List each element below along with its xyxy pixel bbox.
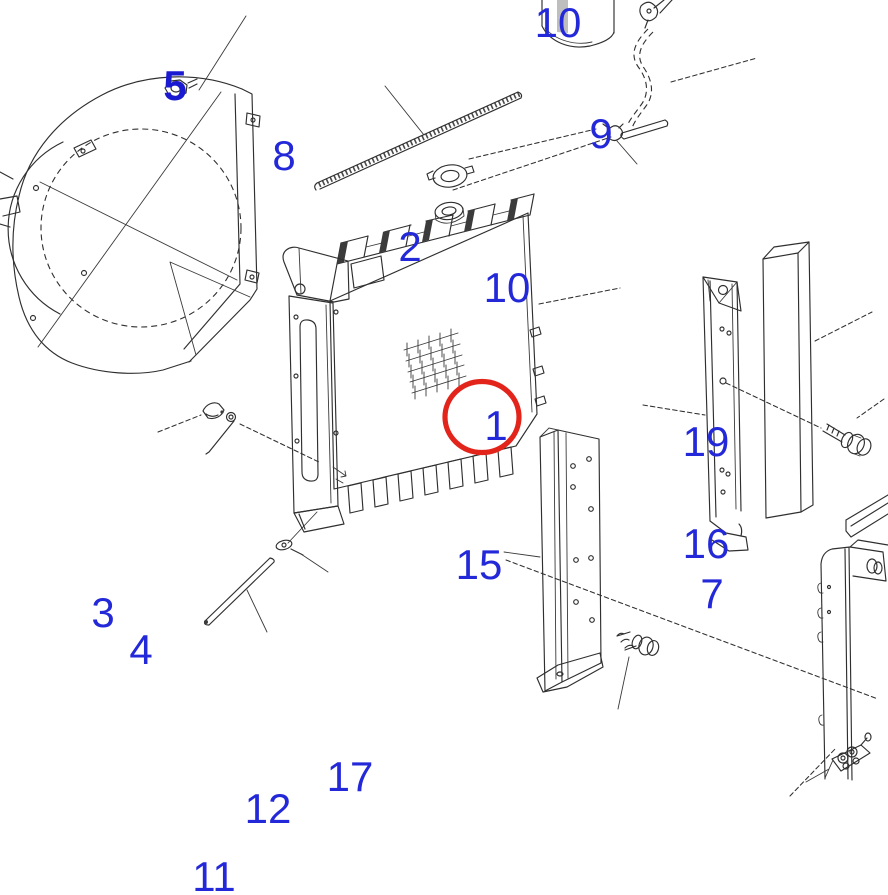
- leader-right-bolt: [856, 398, 885, 419]
- mounting-rod: [203, 511, 329, 633]
- bracket-foot: [709, 520, 749, 552]
- part-label-15: 15: [456, 541, 503, 588]
- ring-pin: [205, 411, 322, 464]
- side-bracket: [642, 276, 822, 552]
- part-label-11: 11: [192, 853, 236, 895]
- leader-lower-bolt: [617, 656, 630, 710]
- leader-cap: [468, 128, 597, 160]
- channel-bracket: [503, 427, 604, 693]
- hose-clamp: [602, 123, 624, 142]
- leader-part15: [503, 551, 541, 558]
- part-label-12: 12: [245, 785, 292, 832]
- part-label-4: 4: [129, 626, 152, 673]
- part-label-2: 2: [398, 223, 421, 270]
- part-label-8: 8: [272, 132, 295, 179]
- lower-bolt: [616, 631, 660, 710]
- leader-part10: [538, 287, 621, 305]
- part-label-17: 17: [327, 753, 374, 800]
- leader-outlet: [789, 747, 837, 797]
- leader-hose: [670, 57, 758, 83]
- overflow-hose: [602, 28, 758, 165]
- leader-filler: [452, 136, 612, 191]
- part-label-10-top: 10: [535, 0, 582, 46]
- fan-shroud: [0, 76, 261, 374]
- part-label-9: 9: [589, 110, 612, 157]
- part-labels: 5 8 2 10 9 10 1 19 16 7 15 3 4 17 12 11: [91, 0, 729, 895]
- assembly-line-19-bolt: [725, 382, 822, 429]
- part-label-5: 5: [163, 62, 186, 109]
- thin-beam: [845, 494, 888, 538]
- part-label-1: 1: [484, 402, 507, 449]
- radiator-cap: [426, 128, 612, 191]
- radiator: [282, 193, 621, 533]
- right-bolt: [822, 398, 885, 457]
- part-label-3: 3: [91, 589, 114, 636]
- fan-opening-circle: [40, 128, 242, 328]
- assembly-line-15-right: [505, 559, 879, 700]
- leader-part19: [642, 404, 706, 416]
- part-label-10-right: 10: [484, 264, 531, 311]
- part-label-19: 19: [683, 418, 730, 465]
- highlight-circle: [442, 378, 522, 456]
- drain-cone: [157, 402, 225, 433]
- part-label-16: 16: [683, 520, 730, 567]
- leader-tie-rod: [384, 85, 425, 136]
- side-assembly: [789, 539, 888, 797]
- reservoir-tank: [541, 0, 673, 48]
- tie-rod: [314, 85, 523, 191]
- part-label-7: 7: [700, 570, 723, 617]
- leader-part5: [198, 15, 247, 91]
- core-fins: [403, 328, 467, 400]
- leader-clamp: [616, 140, 638, 165]
- leader-seal-strip: [814, 311, 873, 342]
- seal-strip: [762, 241, 873, 519]
- leader-pin: [239, 423, 322, 464]
- leader-cone: [157, 414, 202, 433]
- shroud-bolt: [164, 15, 247, 98]
